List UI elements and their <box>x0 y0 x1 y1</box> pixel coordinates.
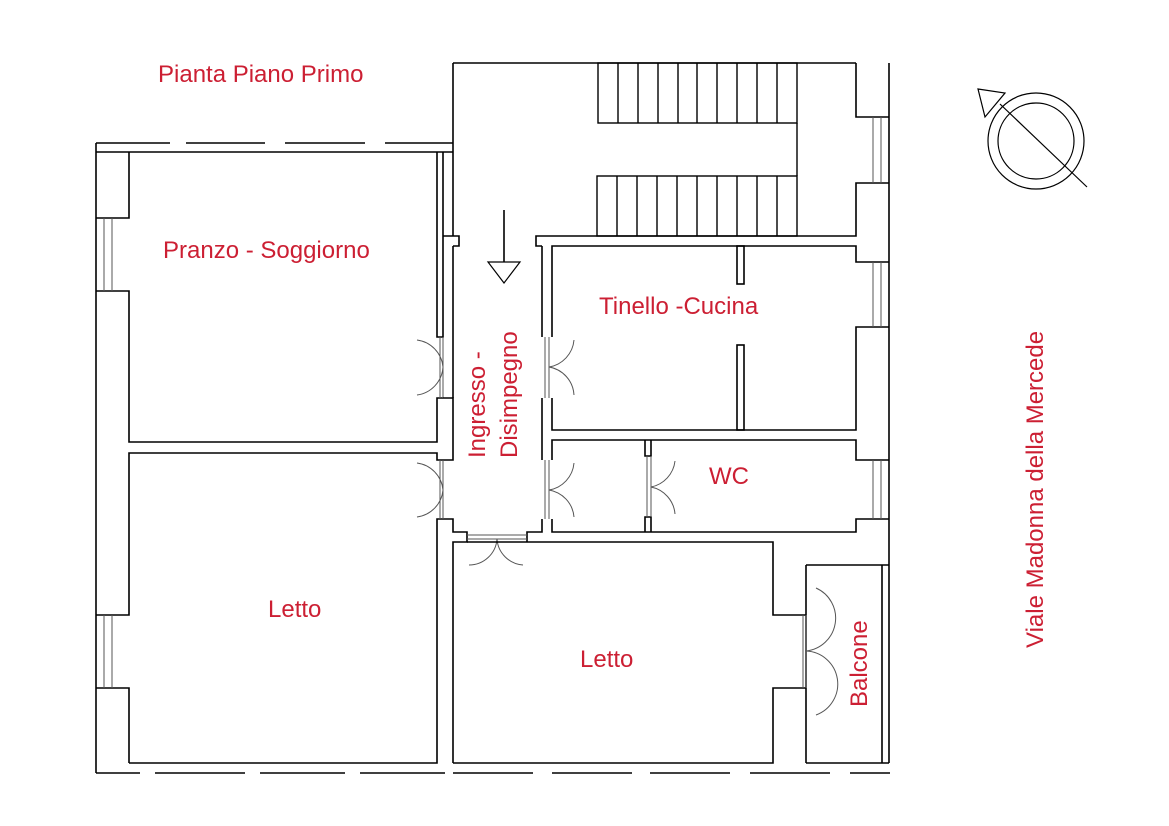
room-label-ingresso-line1: Ingresso - <box>464 351 491 458</box>
street-label: Viale Madonna della Mercede <box>1022 330 1049 648</box>
room-letto-left-walls <box>96 397 468 764</box>
room-label-balcone: Balcone <box>846 620 873 707</box>
room-wc-walls <box>544 439 889 533</box>
entrance-arrow-icon <box>486 210 522 284</box>
north-arrow-icon <box>977 88 1088 190</box>
outer-walls <box>95 62 890 774</box>
room-tinello-cucina-walls <box>544 245 889 431</box>
staircase <box>596 62 889 237</box>
room-label-tinello-cucina: Tinello -Cucina <box>599 293 759 320</box>
room-label-pranzo-soggiorno: Pranzo - Soggiorno <box>163 237 370 264</box>
plan-title: Pianta Piano Primo <box>158 61 364 88</box>
room-label-letto-right: Letto <box>580 646 634 673</box>
room-label-ingresso-line2: Disimpegno <box>496 331 523 458</box>
room-label-letto-left: Letto <box>268 596 322 623</box>
room-letto-right-walls <box>453 541 889 764</box>
room-label-wc: WC <box>709 463 749 490</box>
room-pranzo-soggiorno-walls <box>96 152 460 443</box>
